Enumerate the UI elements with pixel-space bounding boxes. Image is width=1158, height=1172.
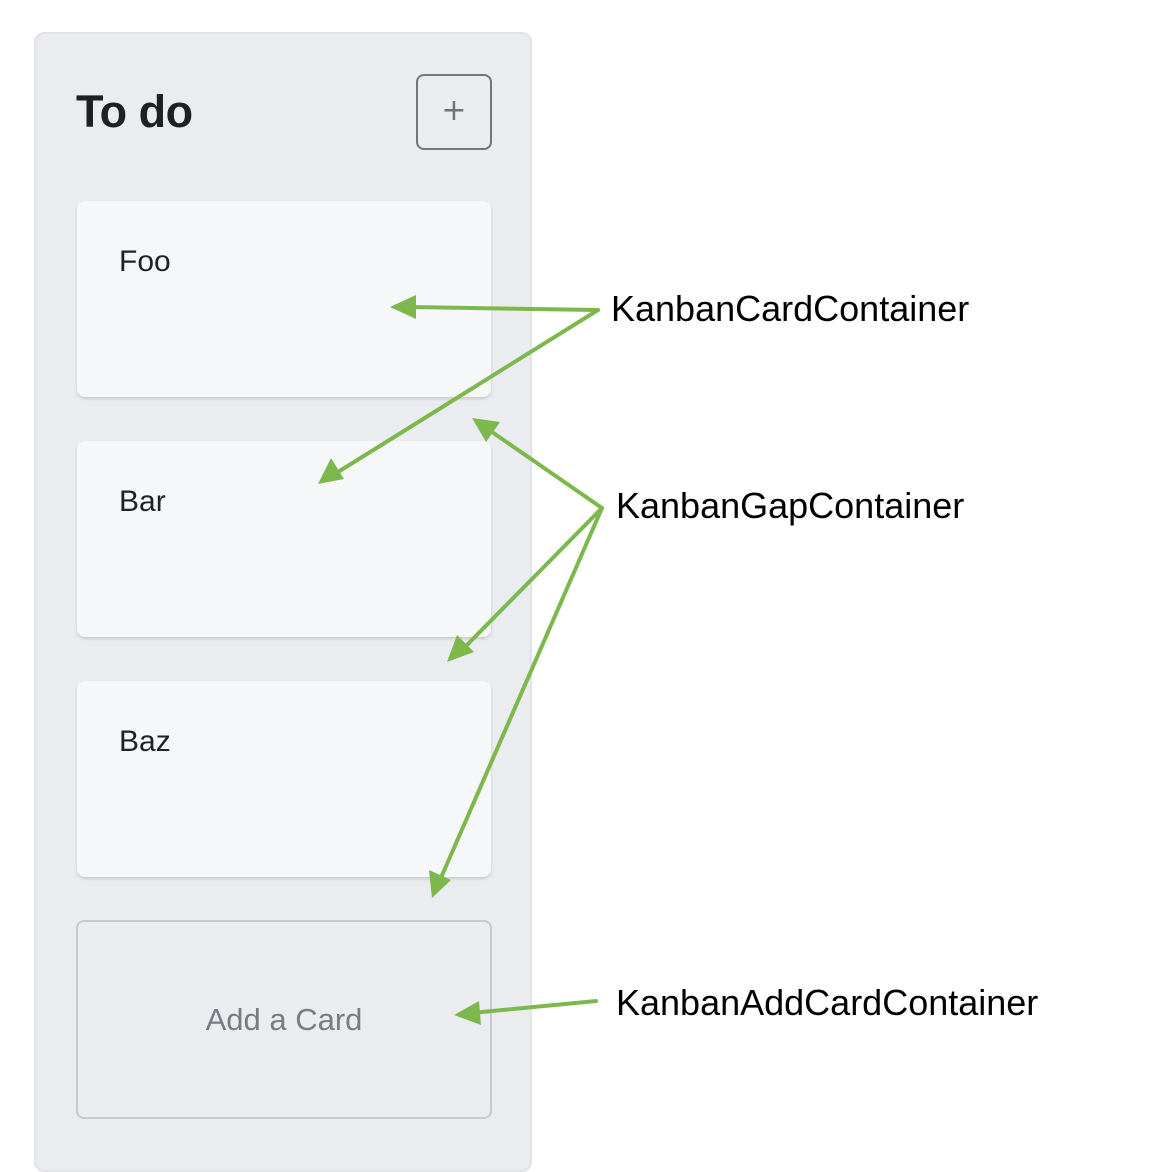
label-kanban-add-card-container: KanbanAddCardContainer [616,982,1039,1023]
label-kanban-card-container: KanbanCardContainer [611,288,970,329]
column-title: To do [76,86,193,137]
arrowhead-gap-2 [447,635,474,662]
label-kanban-gap-container: KanbanGapContainer [616,485,965,526]
arrowhead-gap-3 [429,870,451,898]
arrowhead-gap-1 [472,418,500,442]
card-label: Baz [119,725,171,758]
add-card-label: Add a Card [205,1002,363,1037]
card-label: Bar [119,485,166,518]
card-label: Foo [119,245,171,278]
arrow-gap-2 [462,506,604,650]
arrow-card-2 [336,308,600,474]
arrowhead-add-card [454,1001,481,1025]
kanban-card[interactable]: Foo [77,201,491,397]
kanban-card[interactable]: Baz [77,681,491,877]
arrow-card-1 [408,305,600,312]
arrow-gap-3 [438,506,604,882]
arrow-gap-1 [490,430,604,510]
add-card-button[interactable]: + [416,74,492,150]
kanban-card[interactable]: Bar [77,441,491,637]
arrow-add-card [470,999,598,1015]
arrowhead-card-2 [318,458,344,484]
add-card-container[interactable]: Add a Card [76,920,492,1119]
arrowhead-card-1 [390,295,416,319]
